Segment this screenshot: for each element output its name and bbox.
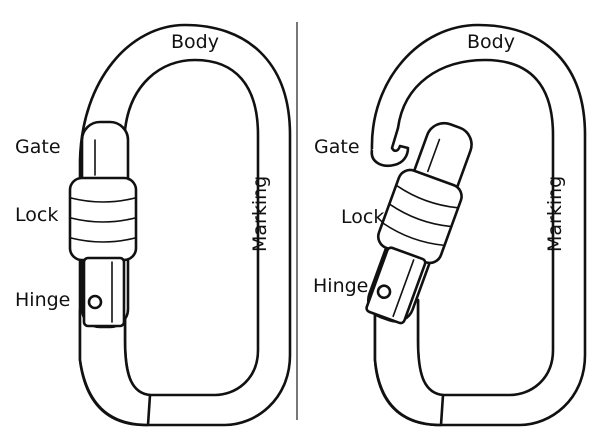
carabiner-closed [68, 23, 292, 427]
left-body-inner [123, 58, 260, 397]
right-gate-assembly [365, 121, 473, 325]
right-label-hinge: Hinge [313, 275, 368, 297]
left-label-hinge: Hinge [15, 289, 70, 311]
left-label-marking: Marking [249, 176, 271, 252]
left-label-lock: Lock [15, 204, 58, 226]
left-label-body: Body [171, 31, 219, 53]
right-label-marking: Marking [544, 176, 566, 252]
right-label-body: Body [467, 31, 515, 53]
left-lock-sleeve [68, 176, 138, 262]
left-label-gate: Gate [15, 136, 61, 158]
right-label-gate: Gate [314, 136, 360, 158]
left-hinge-plate [78, 308, 152, 427]
right-gate-nose [370, 127, 410, 168]
right-label-lock: Lock [341, 206, 384, 228]
carabiner-open [365, 23, 587, 427]
right-hinge-rivet [376, 284, 392, 300]
right-hinge-plate [373, 298, 445, 427]
left-hinge-rivet [87, 294, 103, 310]
